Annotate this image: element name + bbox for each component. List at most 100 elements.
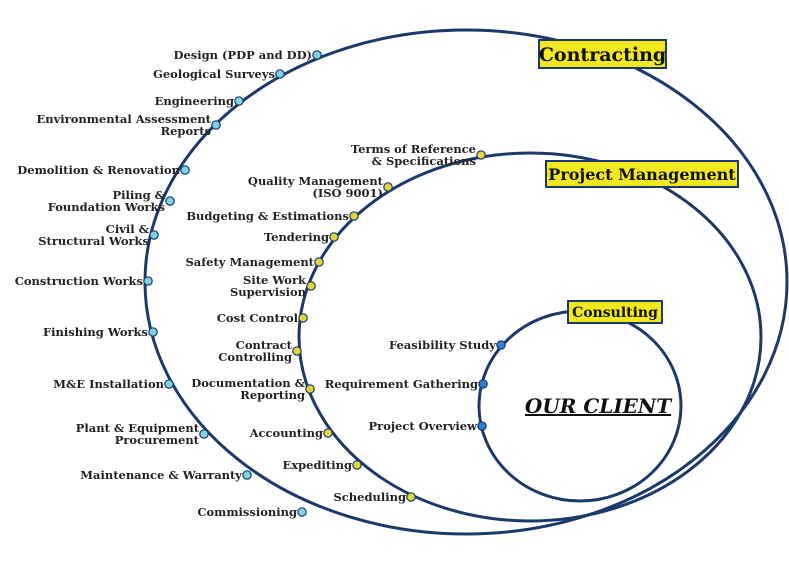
service-item-tendering: Tendering: [264, 230, 339, 244]
item-dot-contract-controlling: [292, 346, 302, 356]
item-label-scheduling: Scheduling: [333, 490, 406, 504]
item-dot-demolition-and-renovation: [180, 165, 190, 175]
service-item-quality-management-iso-9001: Quality Management(ISO 9001): [248, 174, 393, 200]
service-item-geological-surveys: Geological Surveys: [153, 67, 285, 81]
item-dot-geological-surveys: [275, 69, 285, 79]
consulting-title: Consulting: [572, 305, 658, 321]
project-management-header: Project Management: [545, 160, 739, 188]
service-item-demolition-and-renovation: Demolition & Renovation: [17, 163, 190, 177]
item-dot-engineering: [234, 96, 244, 106]
item-label-civil-and-structural-works-line-2: Structural Works: [38, 234, 149, 248]
service-item-scheduling: Scheduling: [333, 490, 416, 504]
service-item-finishing-works: Finishing Works: [43, 325, 158, 339]
item-label-piling-and-foundation-works-line-2: Foundation Works: [48, 200, 165, 214]
item-dot-maintenance-and-warranty: [242, 470, 252, 480]
item-label-site-work-supervision-line-1: Site Work: [243, 273, 307, 287]
service-items: Design (PDP and DD) Geological SurveysEng…: [15, 48, 506, 519]
item-dot-requirement-gathering: [478, 379, 488, 389]
service-item-project-overview: Project Overview: [368, 419, 487, 433]
item-dot-design-pdp-and-dd: [312, 50, 322, 60]
item-label-site-work-supervision-line-2: Supervision: [230, 285, 307, 299]
item-label-plant-and-equipment-procurement-line-1: Plant & Equipment: [76, 421, 200, 435]
item-label-environmental-assessment-reports-line-2: Reports: [161, 124, 211, 138]
item-label-civil-and-structural-works-line-1: Civil &: [106, 222, 150, 236]
item-dot-site-work-supervision: [306, 281, 316, 291]
item-label-engineering: Engineering: [155, 94, 234, 108]
service-item-cost-control: Cost Control: [217, 311, 308, 325]
item-dot-expediting: [352, 460, 362, 470]
item-label-project-overview: Project Overview: [368, 419, 478, 433]
service-item-safety-management: Safety Management: [185, 255, 324, 269]
item-label-demolition-and-renovation: Demolition & Renovation: [17, 163, 180, 177]
service-item-accounting: Accounting: [249, 426, 333, 440]
item-dot-civil-and-structural-works: [149, 230, 159, 240]
item-label-construction-works: Construction Works: [15, 274, 143, 288]
service-item-feasibility-study: Feasibility Study: [389, 338, 506, 352]
item-label-mande-installation: M&E Installation: [53, 377, 164, 391]
project-management-title: Project Management: [548, 165, 736, 184]
item-dot-finishing-works: [148, 327, 158, 337]
item-label-piling-and-foundation-works-line-1: Piling &: [112, 188, 165, 202]
item-dot-environmental-assessment-reports: [211, 120, 221, 130]
service-item-expediting: Expediting: [283, 458, 362, 472]
contracting-ring: [143, 28, 789, 536]
item-label-terms-of-reference-and-specifications-line-2: & Specifications: [372, 154, 476, 168]
item-dot-accounting: [323, 428, 333, 438]
item-label-budgeting-and-estimations: Budgeting & Estimations: [186, 209, 349, 223]
service-item-documentation-and-reporting: Documentation &Reporting: [191, 376, 315, 402]
service-item-piling-and-foundation-works: Piling &Foundation Works: [48, 188, 175, 214]
service-item-requirement-gathering: Requirement Gathering: [325, 377, 488, 391]
item-label-finishing-works: Finishing Works: [43, 325, 148, 339]
service-item-commissioning: Commissioning: [197, 505, 307, 519]
item-label-cost-control: Cost Control: [217, 311, 299, 325]
item-label-plant-and-equipment-procurement-line-2: Procurement: [115, 433, 200, 447]
contracting-title: Contracting: [539, 44, 666, 66]
item-dot-mande-installation: [164, 379, 174, 389]
item-dot-scheduling: [406, 492, 416, 502]
item-dot-project-overview: [477, 421, 487, 431]
contracting-header: Contracting: [538, 39, 667, 69]
item-label-environmental-assessment-reports-line-1: Environmental Assessment: [36, 112, 211, 126]
item-label-commissioning: Commissioning: [197, 505, 297, 519]
consulting-header: Consulting: [567, 300, 663, 324]
item-dot-documentation-and-reporting: [305, 384, 315, 394]
item-label-contract-controlling-line-1: Contract: [236, 338, 293, 352]
item-dot-construction-works: [143, 276, 153, 286]
item-label-maintenance-and-warranty: Maintenance & Warranty: [80, 468, 242, 482]
service-item-maintenance-and-warranty: Maintenance & Warranty: [80, 468, 252, 482]
item-label-requirement-gathering: Requirement Gathering: [325, 377, 478, 391]
item-label-feasibility-study: Feasibility Study: [389, 338, 496, 352]
item-label-design-pdp-and-dd: Design (PDP and DD): [174, 48, 313, 62]
service-item-mande-installation: M&E Installation: [53, 377, 174, 391]
item-label-expediting: Expediting: [283, 458, 352, 472]
item-label-documentation-and-reporting-line-2: Reporting: [240, 388, 305, 402]
item-dot-piling-and-foundation-works: [165, 196, 175, 206]
service-item-terms-of-reference-and-specifications: Terms of Reference& Specifications: [351, 142, 486, 168]
service-item-construction-works: Construction Works: [15, 274, 153, 288]
item-label-documentation-and-reporting-line-1: Documentation &: [191, 376, 305, 390]
item-label-contract-controlling-line-2: Controlling: [218, 350, 292, 364]
service-item-design-pdp-and-dd: Design (PDP and DD): [174, 48, 322, 62]
item-label-quality-management-iso-9001-line-1: Quality Management: [248, 174, 384, 188]
item-dot-cost-control: [298, 313, 308, 323]
item-label-geological-surveys: Geological Surveys: [153, 67, 275, 81]
item-label-tendering: Tendering: [264, 230, 329, 244]
item-label-terms-of-reference-and-specifications-line-1: Terms of Reference: [351, 142, 476, 156]
item-dot-quality-management-iso-9001: [383, 182, 393, 192]
center-label: OUR CLIENT: [525, 394, 673, 418]
service-item-civil-and-structural-works: Civil &Structural Works: [38, 222, 159, 248]
item-dot-safety-management: [314, 257, 324, 267]
item-dot-terms-of-reference-and-specifications: [476, 150, 486, 160]
item-dot-feasibility-study: [496, 340, 506, 350]
item-label-quality-management-iso-9001-line-2: (ISO 9001): [312, 186, 383, 200]
item-dot-commissioning: [297, 507, 307, 517]
item-dot-tendering: [329, 232, 339, 242]
service-item-budgeting-and-estimations: Budgeting & Estimations: [186, 209, 359, 223]
item-dot-plant-and-equipment-procurement: [199, 429, 209, 439]
project-management-ring: [297, 151, 763, 523]
